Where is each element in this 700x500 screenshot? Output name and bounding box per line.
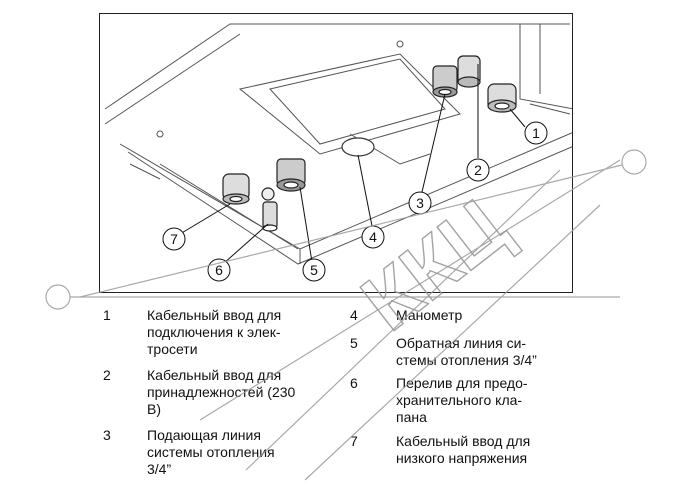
legend-line: 3/4” [147, 461, 172, 477]
legend-line: подключения к элек- [147, 324, 281, 340]
callout-1: 1 [524, 121, 548, 145]
callout-5: 5 [302, 258, 326, 282]
legend-number: 5 [350, 335, 358, 351]
callout-3-number: 3 [416, 195, 424, 211]
legend-line: тросети [147, 341, 198, 357]
callout-2-number: 2 [474, 162, 482, 178]
legend-line: Манометр [396, 307, 463, 323]
legend-line: системы отопления [147, 444, 275, 460]
legend-line: Кабельный ввод для [147, 367, 282, 383]
legend-text: Кабельный ввод для подключения к элек- т… [147, 307, 327, 358]
legend-text: Перелив для предо- хранительного кла- па… [396, 375, 586, 426]
legend-text: Кабельный ввод для принадлежностей (230 … [147, 367, 327, 418]
legend-line: низкого напряжения [396, 450, 528, 466]
legend-number: 4 [350, 307, 358, 323]
legend-number: 3 [103, 427, 111, 443]
boiler-bottom-view-drawing: 1 2 3 4 5 6 7 [99, 13, 573, 293]
legend-text: Подающая линия системы отопления 3/4” [147, 427, 327, 478]
callout-5-number: 5 [310, 262, 318, 278]
legend-number: 7 [350, 433, 358, 449]
legend-number: 6 [350, 375, 358, 391]
legend-text: Манометр [396, 307, 586, 324]
callout-3: 3 [408, 191, 432, 215]
legend-line: Кабельный ввод для [396, 433, 531, 449]
legend-line: Перелив для предо- [396, 375, 528, 391]
legend-number: 1 [103, 307, 111, 323]
manometer-hole [341, 137, 375, 157]
legend-text: Кабельный ввод для низкого напряжения [396, 433, 586, 467]
legend-number: 2 [103, 367, 111, 383]
callout-2: 2 [466, 158, 490, 182]
drawing-canvas: 1 2 3 4 5 6 7 [104, 23, 572, 282]
legend-line: Кабельный ввод для [147, 307, 282, 323]
callout-7-number: 7 [170, 231, 178, 247]
callout-1-number: 1 [532, 125, 540, 141]
callout-4-number: 4 [369, 229, 377, 245]
callout-7: 7 [162, 227, 186, 251]
legend-line: Обратная линия си- [396, 335, 527, 351]
legend-line: принадлежностей (230 [147, 384, 296, 400]
legend-line: Подающая линия [147, 427, 261, 443]
callout-6: 6 [207, 258, 231, 282]
legend-line: В) [147, 401, 161, 417]
legend-line: стемы отопления 3/4” [396, 352, 537, 368]
legend-line: пана [396, 409, 427, 425]
legend-text: Обратная линия си- стемы отопления 3/4” [396, 335, 586, 369]
callout-4: 4 [361, 225, 385, 249]
callout-6-number: 6 [215, 262, 223, 278]
legend-line: хранительного кла- [396, 392, 523, 408]
